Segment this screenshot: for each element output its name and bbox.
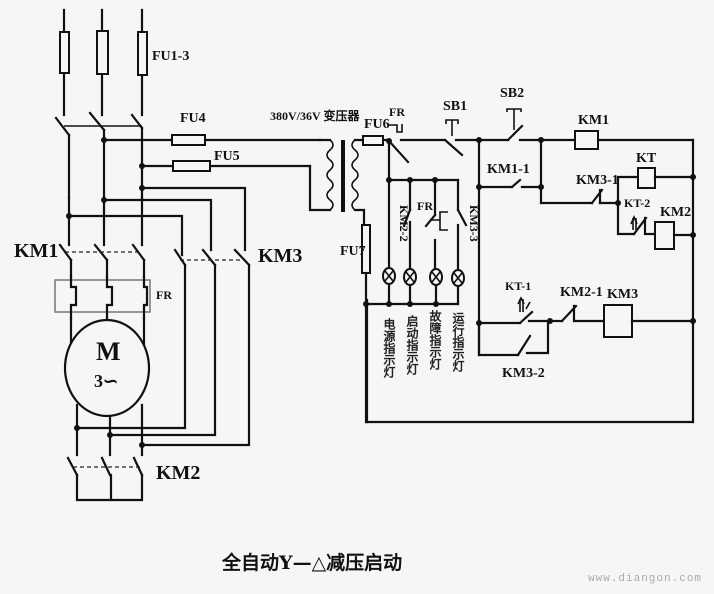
km1-main-label: KM1 — [14, 240, 58, 262]
kt-coil-label: KT — [636, 151, 657, 166]
lamp-label-fault: 故障指示灯 — [428, 309, 442, 371]
lamp-label-power: 电源指示灯 — [382, 317, 396, 379]
lamp-label-run: 运行指示灯 — [451, 312, 465, 373]
km3-coil — [603, 304, 633, 338]
km1-coil-label: KM1 — [578, 113, 609, 128]
fuse-fu6 — [362, 135, 384, 146]
main-circuit: FU1-3 FU4 FU5 — [14, 8, 322, 502]
lamp-labels: 电源指示灯 启动指示灯 故障指示灯 运行指示灯 — [382, 309, 465, 379]
km3-3-label: KM3-3 — [467, 205, 481, 242]
lamp-start — [403, 268, 417, 286]
km2-2-label: KM2-2 — [397, 205, 411, 242]
km2-coil — [654, 221, 675, 250]
lamp-run — [451, 269, 465, 287]
contactor-km3-main — [173, 248, 251, 267]
km2-main-label: KM2 — [156, 462, 200, 484]
fuse-fu1-3 — [59, 30, 148, 76]
motor-phase-label: 3∽ — [94, 371, 118, 391]
fuse-fu4 — [171, 134, 206, 146]
fr-main-label: FR — [156, 288, 172, 302]
sb1-label: SB1 — [443, 99, 467, 114]
lamp-label-start: 启动指示灯 — [405, 314, 419, 376]
km1-coil — [574, 130, 599, 150]
fuse-fu5 — [172, 160, 211, 172]
motor — [63, 316, 151, 418]
fu7-label: FU7 — [340, 244, 366, 259]
watermark: www.diangon.com — [588, 573, 703, 585]
motor-label: M — [96, 337, 121, 366]
indicator-lamps — [363, 267, 465, 424]
fu1-3-label: FU1-3 — [152, 49, 189, 64]
km3-1-label: KM3-1 — [576, 173, 619, 188]
main-switch — [54, 111, 144, 137]
fr-lamp-label: FR — [417, 199, 433, 213]
kt-1-label: KT-1 — [505, 279, 531, 293]
fr-ctrl-label: FR — [389, 105, 405, 119]
fu5-label: FU5 — [214, 149, 240, 164]
transformer — [308, 138, 359, 212]
diagram-title: 全自动Y—△减压启动 — [222, 552, 403, 574]
km2-1-label: KM2-1 — [560, 285, 603, 300]
control-circuit: FU6 FR SB1 SB2 KM1-1 — [340, 86, 696, 424]
thermal-relay-fr — [54, 275, 151, 320]
fu4-label: FU4 — [180, 111, 206, 126]
km3-main-label: KM3 — [258, 245, 302, 267]
sb2-label: SB2 — [500, 86, 524, 101]
contactor-km2-main — [66, 456, 144, 502]
km3-2-label: KM3-2 — [502, 366, 545, 381]
contactor-km1-main — [58, 243, 146, 262]
fu6-label: FU6 — [364, 117, 390, 132]
lamp-fault — [429, 268, 443, 286]
kt-coil — [637, 167, 656, 189]
lamp-power — [382, 267, 396, 285]
km2-coil-label: KM2 — [660, 205, 691, 220]
transformer-label: 380V/36V 变压器 — [270, 108, 360, 123]
km3-coil-label: KM3 — [607, 287, 638, 302]
kt-2-label: KT-2 — [624, 196, 650, 210]
km1-1-label: KM1-1 — [487, 162, 530, 177]
